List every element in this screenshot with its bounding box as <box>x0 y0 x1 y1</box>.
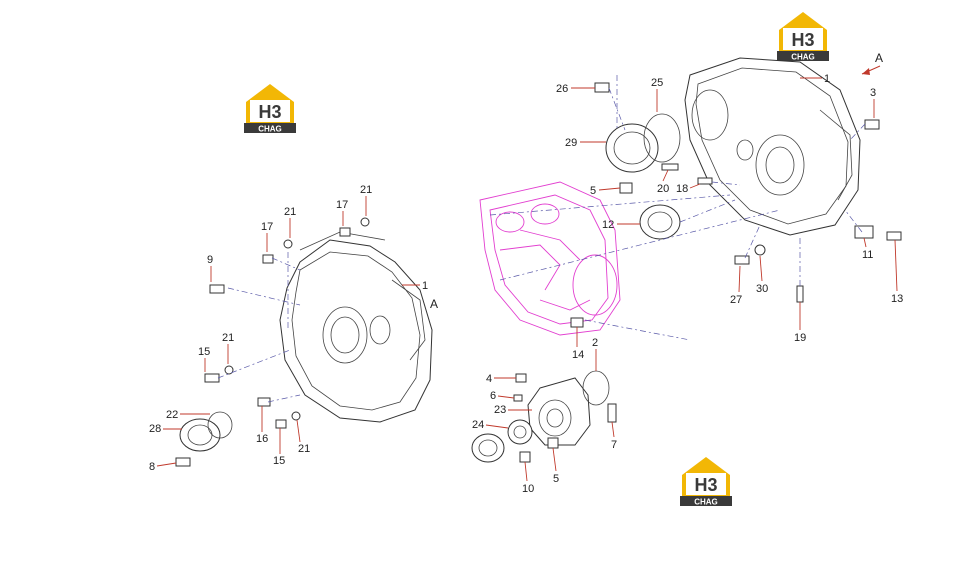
callout-label: 21 <box>298 443 310 455</box>
svg-text:H3: H3 <box>791 30 814 50</box>
callout-label: 19 <box>794 332 806 344</box>
bolt <box>204 373 220 383</box>
callout-label: 9 <box>207 254 213 266</box>
callout-label: 12 <box>602 219 614 231</box>
callout-label: 5 <box>590 185 596 197</box>
callout-label: 18 <box>676 183 688 195</box>
bolt <box>339 227 351 237</box>
pump-assembly <box>471 317 617 463</box>
dowel-pin <box>796 285 804 303</box>
callout-label: 22 <box>166 409 178 421</box>
bolt <box>175 457 191 467</box>
callout-label: 14 <box>572 349 584 361</box>
callout-label: 4 <box>486 373 492 385</box>
nut <box>519 451 531 463</box>
brand-logo: H3 CHAG <box>680 457 732 507</box>
callout-label: 30 <box>756 283 768 295</box>
view-marker: A <box>875 51 883 65</box>
bolt <box>864 119 880 130</box>
o-ring <box>643 113 681 163</box>
callout-label: 25 <box>651 77 663 89</box>
callout-label: 8 <box>149 461 155 473</box>
callout-label: 10 <box>522 483 534 495</box>
bolt <box>262 254 274 264</box>
callout-label: 6 <box>490 390 496 402</box>
key <box>513 394 523 402</box>
washer <box>291 411 301 421</box>
washer <box>224 365 234 375</box>
callout-label: 1 <box>422 280 428 292</box>
pin <box>697 177 713 185</box>
nut <box>515 373 527 383</box>
left-part-labels: 9 17 21 17 21 1 A 21 15 22 28 8 16 15 21 <box>149 184 438 473</box>
washer <box>754 244 766 256</box>
pulley-hub <box>471 433 505 463</box>
cover-plate <box>179 418 221 452</box>
engine-block-outline <box>479 181 621 336</box>
bolt <box>734 255 750 265</box>
nut <box>547 437 559 449</box>
o-ring <box>582 370 610 406</box>
sensor <box>854 225 874 239</box>
callout-label: 24 <box>472 419 484 431</box>
svg-text:CHAG: CHAG <box>258 125 282 134</box>
gasket <box>207 411 233 439</box>
callout-label: 2 <box>592 337 598 349</box>
bolt <box>275 419 287 429</box>
callout-label: 5 <box>553 473 559 485</box>
callout-label: 3 <box>870 87 876 99</box>
oil-seal <box>507 419 533 445</box>
view-marker: A <box>430 297 438 311</box>
callout-label: 20 <box>657 183 669 195</box>
bolt <box>570 317 584 328</box>
callout-label: 11 <box>862 249 873 261</box>
svg-text:H3: H3 <box>258 102 281 122</box>
callout-label: 23 <box>494 404 506 416</box>
callout-label: 1 <box>824 73 830 85</box>
callout-label: 27 <box>730 294 742 306</box>
svg-text:CHAG: CHAG <box>694 498 718 507</box>
cover-plate <box>605 123 659 173</box>
bolt <box>209 284 225 294</box>
callout-label: 13 <box>891 293 903 305</box>
callout-label: 15 <box>273 455 285 467</box>
callout-label: 15 <box>198 346 210 358</box>
left-housing-assembly <box>175 217 433 467</box>
brand-logo: H3 CHAG <box>244 84 296 134</box>
svg-text:H3: H3 <box>694 475 717 495</box>
bolt <box>594 82 610 93</box>
right-housing-assembly <box>489 57 902 341</box>
callout-label: 26 <box>556 83 568 95</box>
washer <box>360 217 370 227</box>
stud <box>661 163 679 171</box>
callout-label: 21 <box>360 184 372 196</box>
callout-label: 28 <box>149 423 161 435</box>
brand-logo: H3 CHAG <box>777 12 829 62</box>
callout-label: 17 <box>336 199 348 211</box>
svg-text:CHAG: CHAG <box>791 53 815 62</box>
bolt <box>257 397 271 407</box>
nut <box>619 182 633 194</box>
bolt <box>886 231 902 241</box>
stud <box>607 403 617 423</box>
callout-label: 17 <box>261 221 273 233</box>
callout-label: 7 <box>611 439 617 451</box>
callout-label: 21 <box>222 332 234 344</box>
washer <box>283 239 293 249</box>
callout-label: 29 <box>565 137 577 149</box>
callout-label: 21 <box>284 206 296 218</box>
oil-seal <box>639 204 681 240</box>
right-part-labels: 26 25 1 A 3 29 5 20 18 12 27 30 11 13 19… <box>472 51 903 495</box>
callout-label: 16 <box>256 433 268 445</box>
